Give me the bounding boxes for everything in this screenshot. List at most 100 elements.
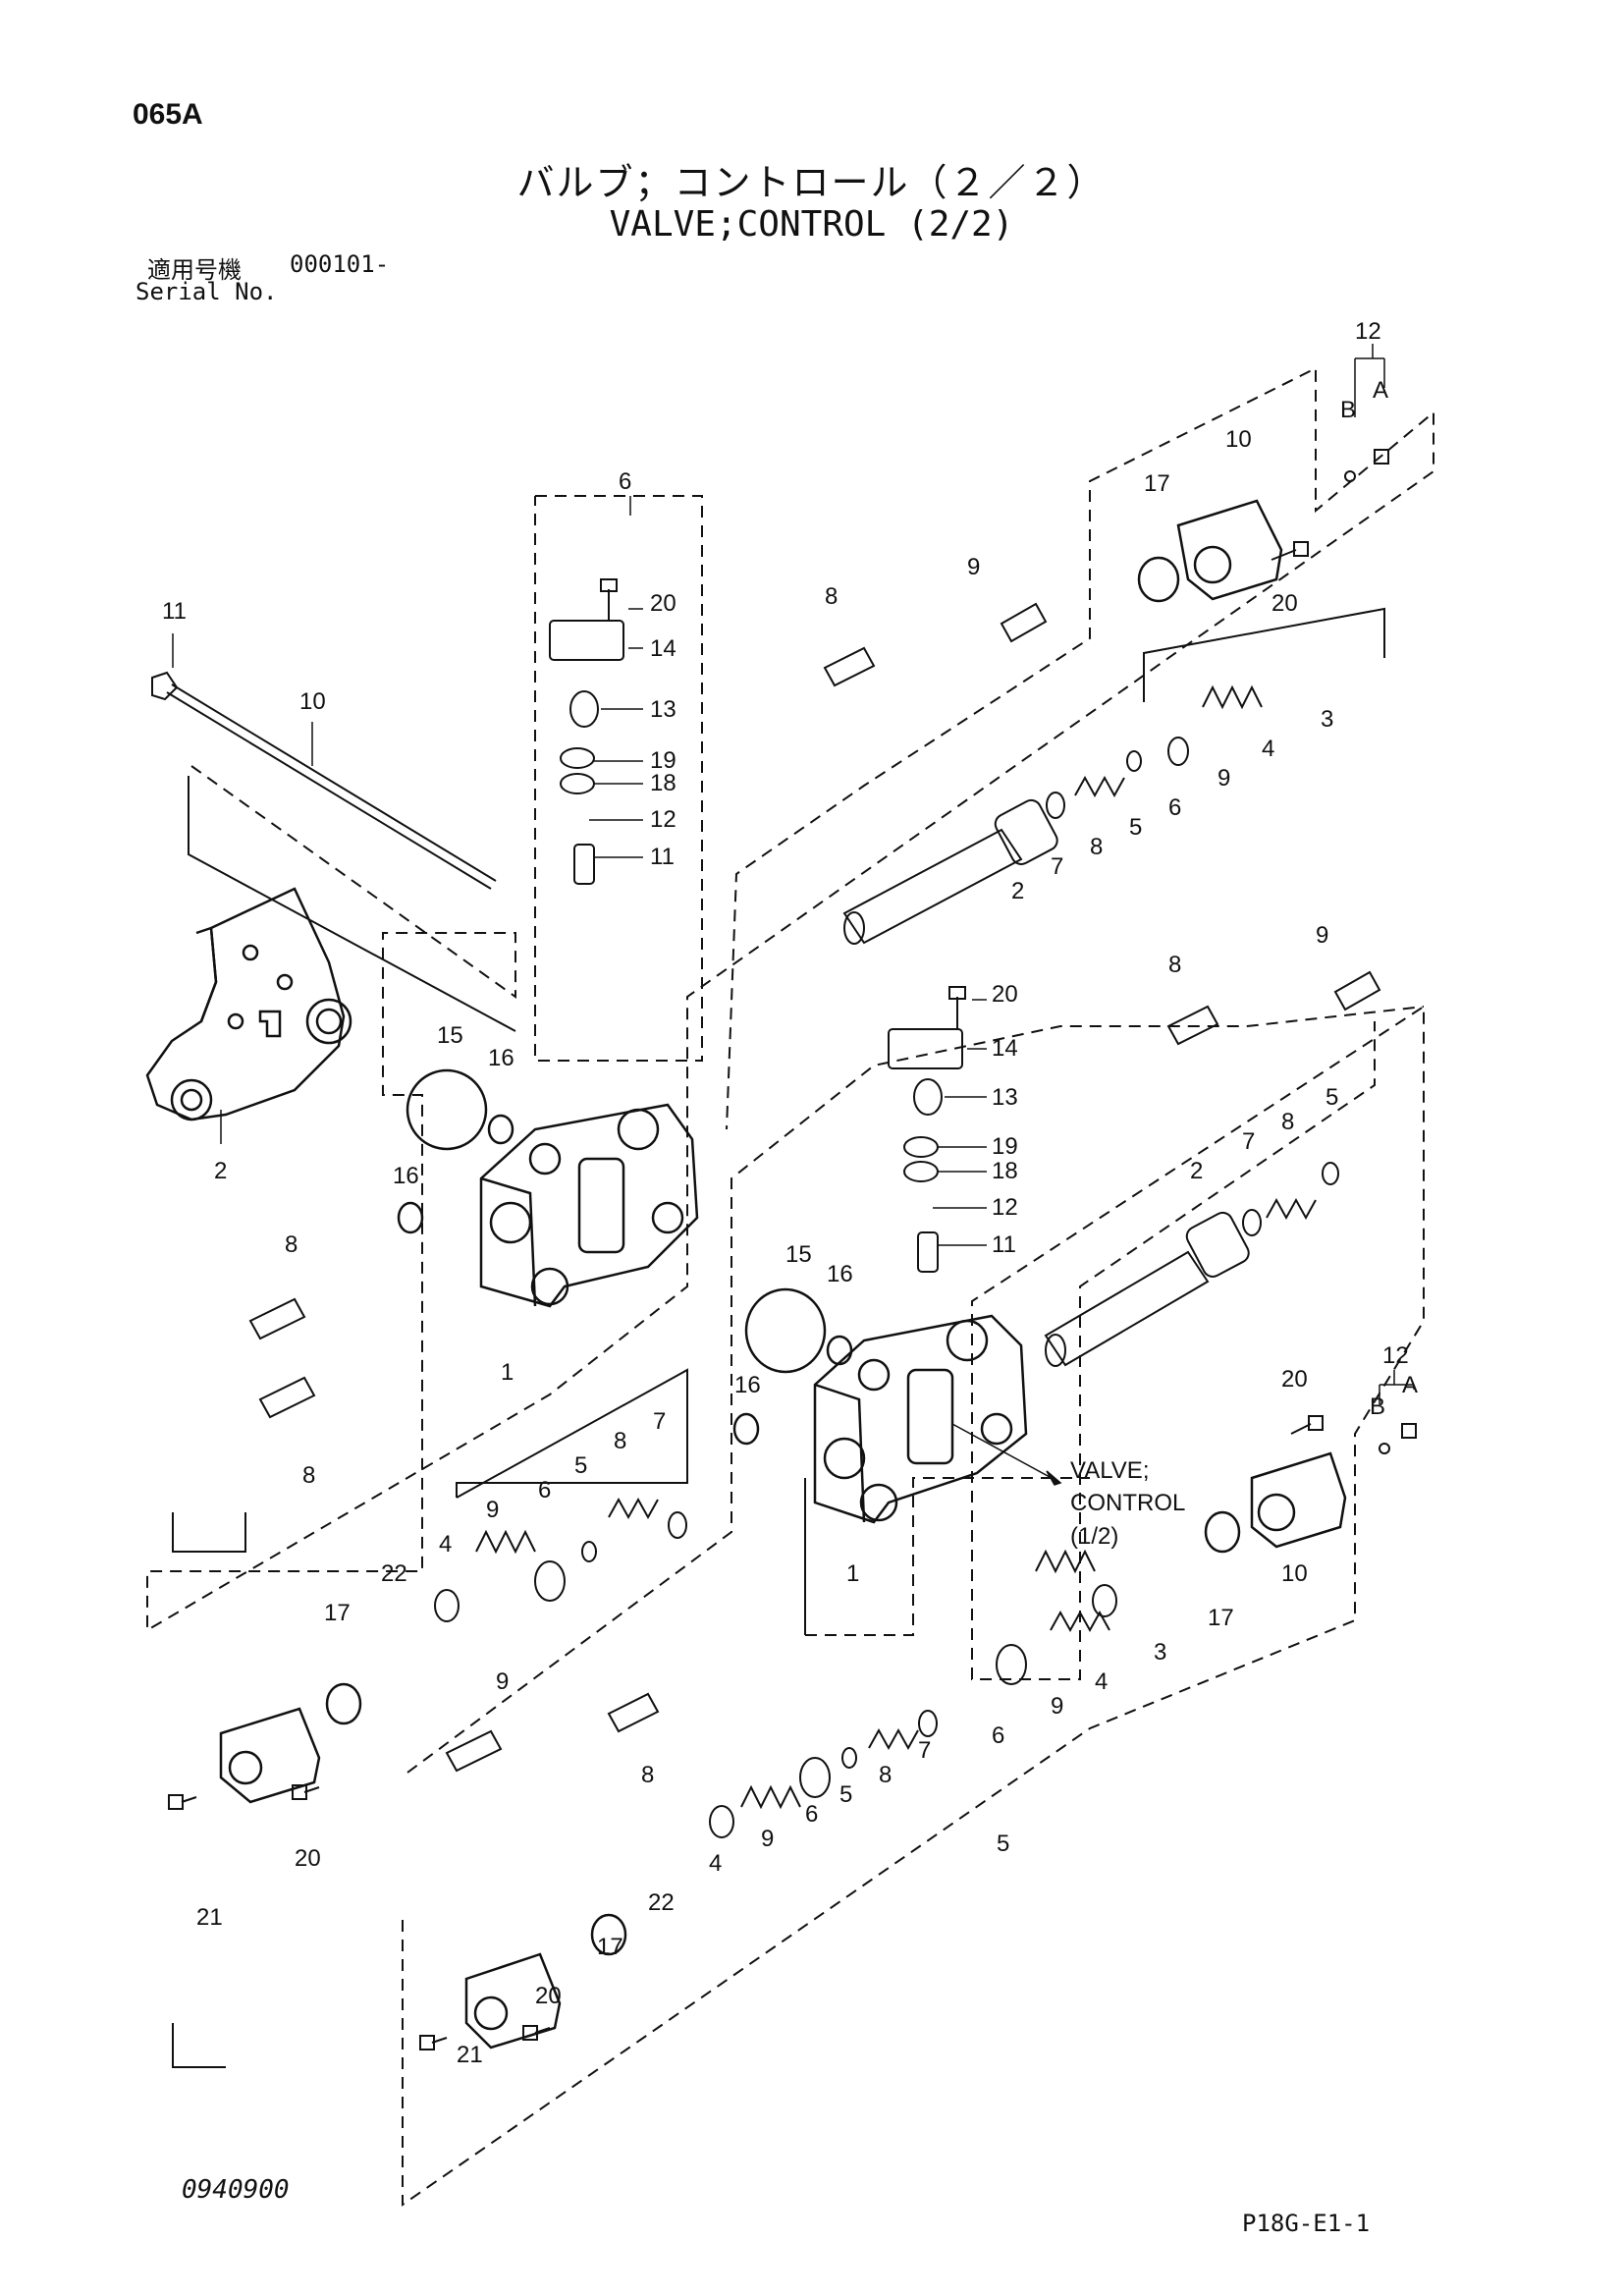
callout-18: 18 bbox=[992, 1158, 1018, 1184]
callout-10: 10 bbox=[1281, 1560, 1308, 1587]
serial-label-japanese: 適用号機 bbox=[147, 256, 242, 284]
callout-16: 16 bbox=[393, 1163, 419, 1189]
callout-20: 20 bbox=[1271, 590, 1298, 617]
callout-5: 5 bbox=[1325, 1084, 1338, 1111]
callout-5: 5 bbox=[574, 1452, 587, 1479]
springs-and-seals bbox=[434, 684, 1339, 1838]
subassembly-6-boundary bbox=[534, 495, 703, 1062]
callout-7: 7 bbox=[918, 1737, 931, 1764]
callout-10-tie-rod: 10 bbox=[299, 688, 326, 715]
callout-21: 21 bbox=[457, 2042, 483, 2068]
callout-8: 8 bbox=[1168, 952, 1181, 978]
upper-spool-assembly bbox=[842, 798, 1058, 945]
callout-B: B bbox=[1370, 1394, 1385, 1420]
side-plate-part bbox=[145, 887, 352, 1121]
callout-8: 8 bbox=[1090, 834, 1103, 860]
callout-1: 1 bbox=[501, 1359, 514, 1386]
callout-8: 8 bbox=[302, 1462, 315, 1489]
reference-note-valve-control: VALVE; CONTROL (1/2) bbox=[1070, 1457, 1185, 1550]
callout-22: 22 bbox=[648, 1889, 675, 1916]
callout-9: 9 bbox=[486, 1497, 499, 1523]
callout-B: B bbox=[1340, 397, 1356, 423]
serial-label-english: Serial No. bbox=[135, 278, 278, 305]
callout-5: 5 bbox=[1129, 814, 1142, 841]
callout-12: 12 bbox=[1382, 1342, 1409, 1369]
callout-15: 15 bbox=[785, 1241, 812, 1268]
drawing-number: 0940900 bbox=[182, 2175, 290, 2205]
callout-14: 14 bbox=[992, 1035, 1018, 1062]
callout-1: 1 bbox=[846, 1560, 859, 1587]
callout-7: 7 bbox=[1242, 1128, 1255, 1155]
callout-9: 9 bbox=[496, 1668, 509, 1695]
plug-parts bbox=[248, 602, 1381, 1773]
callout-10: 10 bbox=[1225, 426, 1252, 453]
bracket-lines bbox=[172, 607, 1385, 2068]
callout-8: 8 bbox=[285, 1231, 298, 1258]
callout-4: 4 bbox=[1262, 736, 1274, 762]
callout-15: 15 bbox=[437, 1022, 463, 1049]
callout-17: 17 bbox=[324, 1600, 351, 1626]
callout-19: 19 bbox=[650, 747, 676, 774]
middle-section-boundary bbox=[406, 1006, 1425, 1774]
callout-11: 11 bbox=[650, 844, 675, 870]
title-japanese: バルブ；コントロール（２／２） bbox=[516, 161, 1107, 204]
callout-21: 21 bbox=[196, 1904, 223, 1931]
callout-11-tie-rod-nut: 11 bbox=[162, 598, 187, 625]
upper-valve-body bbox=[479, 1103, 699, 1308]
callout-9: 9 bbox=[1051, 1693, 1063, 1720]
callout-22: 22 bbox=[381, 1560, 407, 1587]
callout-12: 12 bbox=[650, 806, 676, 833]
block-lower-boundary bbox=[805, 1477, 1090, 1636]
callout-16: 16 bbox=[734, 1372, 761, 1398]
callout-13: 13 bbox=[650, 696, 676, 723]
callout-5: 5 bbox=[839, 1781, 852, 1808]
callout-4: 4 bbox=[439, 1531, 452, 1558]
callout-2: 2 bbox=[1011, 878, 1024, 904]
reference-note-line1: VALVE; bbox=[1070, 1457, 1149, 1484]
serial-value: 000101- bbox=[290, 250, 390, 278]
callout-4: 4 bbox=[1095, 1668, 1108, 1695]
callout-12: 12 bbox=[1355, 318, 1381, 345]
end-cap-parts bbox=[219, 499, 1347, 2050]
callout-3: 3 bbox=[1321, 706, 1333, 733]
callout-20: 20 bbox=[535, 1983, 562, 2009]
callout-6: 6 bbox=[1168, 794, 1181, 821]
callout-17: 17 bbox=[1144, 470, 1170, 497]
callout-8: 8 bbox=[614, 1428, 626, 1454]
callout-2: 2 bbox=[1190, 1158, 1203, 1184]
callout-17: 17 bbox=[1208, 1605, 1234, 1631]
subassembly-boundaries bbox=[146, 366, 1434, 2207]
callout-12: 12 bbox=[992, 1194, 1018, 1221]
callout-9: 9 bbox=[1217, 765, 1230, 792]
leader-lines bbox=[172, 344, 1415, 1486]
callout-6: 6 bbox=[619, 468, 631, 495]
lower-valve-body bbox=[813, 1314, 1028, 1524]
callout-8: 8 bbox=[879, 1762, 892, 1788]
lower-spool-assembly bbox=[1044, 1211, 1250, 1367]
callout-labels: 11 10 2 15 16 16 1 8 8 6 20 14 13 19 18 … bbox=[162, 318, 1418, 2068]
callout-16: 16 bbox=[827, 1261, 853, 1287]
callout-A: A bbox=[1402, 1372, 1418, 1398]
o-ring-parts bbox=[397, 1068, 853, 1446]
lower-section-boundary bbox=[402, 1005, 1425, 2207]
callout-8: 8 bbox=[825, 583, 838, 610]
reference-note-line2: CONTROL bbox=[1070, 1490, 1185, 1516]
callout-19: 19 bbox=[992, 1133, 1018, 1160]
callout-8: 8 bbox=[641, 1762, 654, 1788]
callout-2-side-plate: 2 bbox=[214, 1158, 227, 1184]
callout-20: 20 bbox=[650, 590, 676, 617]
callout-20: 20 bbox=[295, 1845, 321, 1872]
callout-7: 7 bbox=[1051, 853, 1063, 880]
upper-section-boundary bbox=[146, 366, 1434, 1632]
callout-11: 11 bbox=[992, 1231, 1016, 1258]
callout-20: 20 bbox=[992, 981, 1018, 1008]
figure-code: P18G-E1-1 bbox=[1242, 2210, 1371, 2237]
tie-rod-part bbox=[151, 671, 497, 890]
callout-17: 17 bbox=[597, 1934, 623, 1960]
page-code: 065A bbox=[133, 98, 203, 131]
callout-A: A bbox=[1373, 377, 1388, 404]
callout-8: 8 bbox=[1281, 1109, 1294, 1135]
title-english: VALVE;CONTROL (2/2) bbox=[609, 204, 1014, 245]
callout-7: 7 bbox=[653, 1408, 666, 1435]
